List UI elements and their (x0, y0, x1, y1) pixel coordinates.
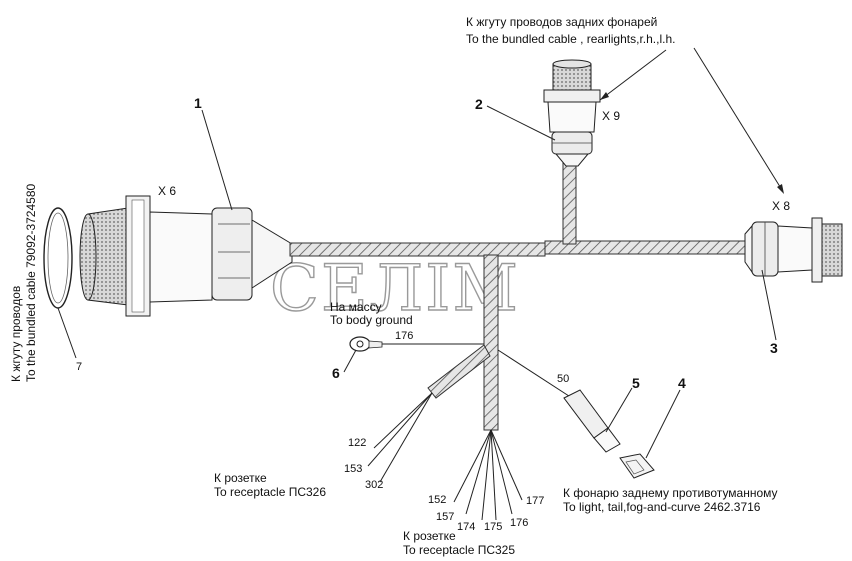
connector-label-x9: X 9 (602, 109, 620, 123)
wires-receptacle-325 (453, 429, 523, 521)
receptacle-325-ru: К розетке (403, 529, 456, 543)
ground-note-en: To body ground (330, 313, 413, 327)
connector-x9 (543, 59, 601, 167)
wire-label-176-ground: 176 (395, 330, 413, 342)
wire-label-302: 302 (365, 479, 383, 491)
wire-label-176: 176 (510, 517, 528, 529)
wire-label-175: 175 (484, 521, 502, 533)
callout-2: 2 (475, 96, 483, 112)
ground-note-ru: На массу (330, 300, 382, 314)
connector-x8 (744, 217, 843, 283)
wire-label-50: 50 (557, 373, 569, 385)
wire-label-122: 122 (348, 437, 366, 449)
connector-label-x6: X 6 (158, 184, 176, 198)
connector-label-x8: X 8 (772, 199, 790, 213)
callout-1: 1 (194, 95, 202, 111)
connector-x6 (43, 195, 293, 317)
receptacle-326-ru: К розетке (214, 471, 267, 485)
wire-50-branch (497, 349, 621, 453)
receptacle-325-en: To receptacle ПС325 (403, 543, 515, 557)
wires-receptacle-326 (367, 392, 433, 483)
main-bundle (289, 161, 746, 431)
top-note-ru: К жгуту проводов задних фонарей (466, 15, 657, 29)
watermark: СЕЛІМ (270, 252, 520, 326)
foglight-note-en: To light, tail,fog-and-curve 2462.3716 (563, 500, 761, 514)
receptacle-326-en: To receptacle ПС326 (214, 485, 326, 499)
wire-label-174: 174 (457, 521, 475, 533)
wire-label-177: 177 (526, 495, 544, 507)
leader-lines (57, 47, 784, 459)
callout-5: 5 (632, 375, 640, 391)
wire-label-153: 153 (344, 463, 362, 475)
foglight-note-ru: К фонарю заднему противотуманному (563, 486, 778, 500)
top-note-en: To the bundled cable , rearlights,r.h.,l… (466, 32, 675, 46)
callout-6: 6 (332, 365, 340, 381)
callout-3: 3 (770, 340, 778, 356)
left-note-en: To the bundled cable 79092-3724580 (24, 184, 38, 382)
ground-lug (349, 336, 484, 352)
callout-4: 4 (678, 375, 686, 391)
callout-7: 7 (76, 361, 82, 373)
wire-label-152: 152 (428, 494, 446, 506)
left-note-ru: К жгуту проводов (9, 286, 23, 382)
wire-label-157: 157 (436, 511, 454, 523)
spade-terminal (619, 453, 655, 479)
